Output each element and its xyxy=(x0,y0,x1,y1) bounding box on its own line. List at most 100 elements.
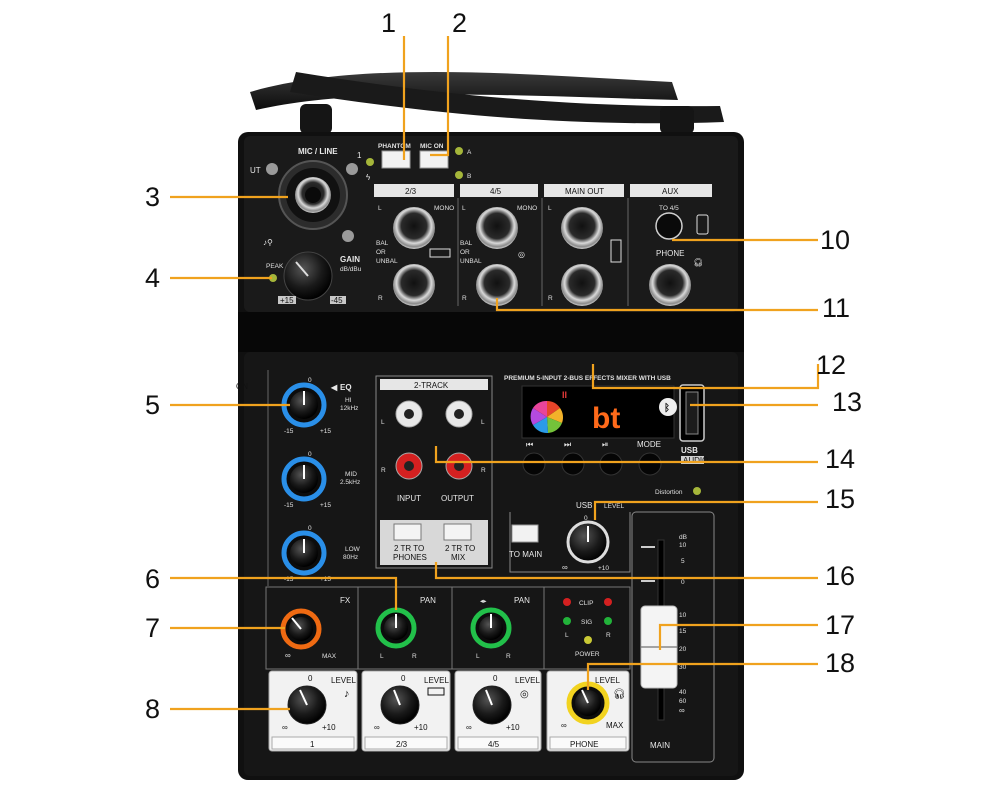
display-heading: PREMIUM 5-INPUT 2-BUS EFFECTS MIXER WITH… xyxy=(504,375,671,382)
two-tr-phones-button[interactable] xyxy=(393,523,422,541)
to-main-button[interactable] xyxy=(511,524,539,543)
two-tr-phones-l2: PHONES xyxy=(393,553,427,562)
eq-low-knob[interactable] xyxy=(281,530,327,576)
peak-led xyxy=(269,274,277,282)
pan45-knob[interactable] xyxy=(470,607,512,649)
fader-db-label: dB xyxy=(679,534,687,541)
fader-scale-2: 0 xyxy=(681,579,685,586)
two-tr-mix-button[interactable] xyxy=(443,523,472,541)
two-track-input-label: INPUT xyxy=(397,494,421,503)
mid-max: +15 xyxy=(320,502,331,509)
mic-on-button[interactable] xyxy=(419,150,449,169)
power-label: POWER xyxy=(575,651,600,658)
prev-button[interactable] xyxy=(522,452,546,476)
phone-device-icon xyxy=(696,214,709,235)
top-section: UT MIC / LINE 1 PHANTOM MIC ON A B ϟ ♪⚲ … xyxy=(250,143,712,306)
play-pause-button[interactable] xyxy=(599,452,623,476)
xlr-combo-jack[interactable] xyxy=(278,160,348,230)
callout-line-11 xyxy=(495,298,818,312)
jack-phone[interactable] xyxy=(649,264,691,306)
callout-3: 3 xyxy=(145,182,160,212)
level45-zero: 0 xyxy=(493,674,498,683)
usb-level-knob[interactable] xyxy=(566,520,610,564)
ch45-r: R xyxy=(462,295,467,302)
rca-output-r[interactable] xyxy=(445,452,473,480)
callout-13: 13 xyxy=(832,387,862,417)
two-track-title: 2-TRACK xyxy=(414,381,449,390)
level-phone-min: ∞ xyxy=(561,721,567,730)
low-zero: 0 xyxy=(308,525,312,532)
pan45-arrows-icon: ◂▸ xyxy=(480,598,487,605)
pan23-knob[interactable] xyxy=(375,607,417,649)
jack-main-l[interactable] xyxy=(561,207,603,249)
antenna-base-left xyxy=(300,104,332,134)
hi-max: +15 xyxy=(320,428,331,435)
rca-input-l[interactable] xyxy=(395,400,423,428)
two-tr-mix-l2: MIX xyxy=(451,553,466,562)
clip-led-r xyxy=(604,598,612,606)
fader-scale-7: 40 xyxy=(679,689,687,696)
to-main-label: TO MAIN xyxy=(509,550,542,559)
level1-label: LEVEL xyxy=(331,676,356,685)
clip-led-l xyxy=(563,598,571,606)
two-tr-mix-l1: 2 TR TO xyxy=(445,544,475,553)
meter-r-label: R xyxy=(606,632,611,639)
main-out-header: MAIN OUT xyxy=(565,187,604,196)
jack-ch3[interactable] xyxy=(393,264,435,306)
next-button[interactable] xyxy=(561,452,585,476)
on-label: ON xyxy=(236,382,248,391)
level45-knob[interactable] xyxy=(472,685,512,725)
bluetooth-icon xyxy=(659,398,677,416)
callout-line-16 xyxy=(434,562,818,580)
aux-to45-button[interactable] xyxy=(655,212,683,240)
level-phone-max: MAX xyxy=(606,721,624,730)
gain-knob[interactable] xyxy=(283,251,333,301)
eq-mid-knob[interactable] xyxy=(281,456,327,502)
eq-triangle-icon: ◀ xyxy=(330,383,338,392)
pan45-label: PAN xyxy=(514,596,530,605)
usb-level-min: ∞ xyxy=(562,563,568,572)
mid-min: -15 xyxy=(284,502,294,509)
phone-level-knob[interactable] xyxy=(566,681,610,725)
distortion-led xyxy=(693,487,701,495)
fader-scale-3: 10 xyxy=(679,612,687,619)
fader-scale-5: 20 xyxy=(679,646,687,653)
hi-zero: 0 xyxy=(308,377,312,384)
guitar-mic-icon: ♪⚲ xyxy=(263,238,273,247)
channel-45-label: 4/5 xyxy=(488,740,500,749)
phantom-button[interactable] xyxy=(381,150,411,169)
rca-output-l[interactable] xyxy=(445,400,473,428)
level-knob-row: LEVEL LEVEL LEVEL LEVEL 0 0 0 ∞ +10 ∞ +1… xyxy=(268,670,630,752)
level23-knob[interactable] xyxy=(380,685,420,725)
sig-led-r xyxy=(604,617,612,625)
jack-ch4[interactable] xyxy=(476,207,518,249)
gain-min-label: +15 xyxy=(280,296,294,305)
pause-indicator: II xyxy=(562,390,567,400)
sig-led-l xyxy=(563,617,571,625)
callout-line-6 xyxy=(170,576,398,610)
fx-knob[interactable] xyxy=(280,608,322,650)
mid-freq: 2.5kHz xyxy=(340,479,360,486)
ch23-bal: BAL xyxy=(376,240,389,247)
callout-10: 10 xyxy=(820,225,850,255)
antennas xyxy=(250,71,724,134)
jack-main-r[interactable] xyxy=(561,264,603,306)
jack-ch5[interactable] xyxy=(476,264,518,306)
low-min: -15 xyxy=(284,576,294,583)
level1-knob[interactable] xyxy=(287,685,327,725)
mixer-body xyxy=(238,132,744,780)
mode-button[interactable] xyxy=(638,452,662,476)
hi-min: -15 xyxy=(284,428,294,435)
play-pause-icon: ⏯ xyxy=(602,440,608,449)
usb-level-zero: 0 xyxy=(584,515,588,522)
fader-scale-6: 30 xyxy=(679,664,687,671)
level23-max: +10 xyxy=(414,723,428,732)
phone-label: PHONE xyxy=(656,249,684,258)
rca-input-r[interactable] xyxy=(395,452,423,480)
jack-ch2[interactable] xyxy=(393,207,435,249)
ut-label: UT xyxy=(250,166,261,175)
gain-unit-label: dB/dBu xyxy=(340,266,362,273)
level1-min: ∞ xyxy=(282,723,288,732)
mid-label: MID xyxy=(345,471,357,478)
